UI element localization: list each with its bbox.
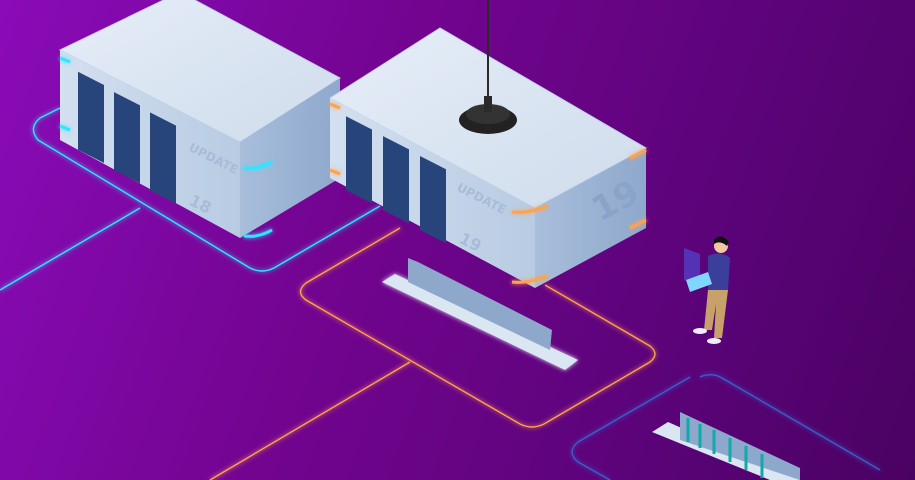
barcode-module-teal [652,412,800,480]
barcode-module-cyan [382,258,578,370]
rack-units-18 [78,71,176,204]
server-update-19: UPDATE 19 19 [329,0,648,288]
rack-units-19 [346,116,446,244]
person-with-laptop [684,236,730,344]
antenna-icon [459,0,517,134]
floor-circuit-lines [0,107,881,480]
server-update-18: UPDATE 18 [58,0,341,238]
